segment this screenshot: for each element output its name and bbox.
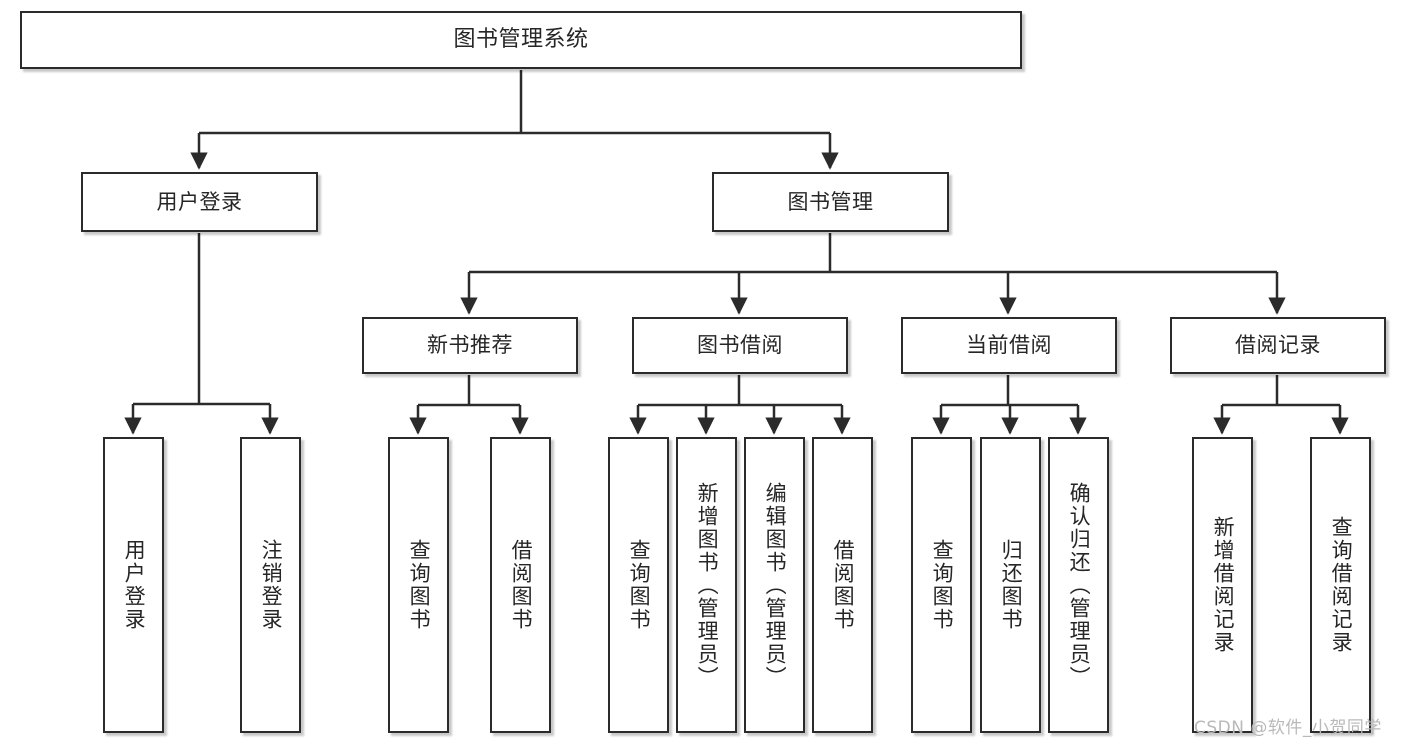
leaf-book-borrow-add-book-admin[interactable]: 新增图书（管理员） [676,437,737,733]
node-label: 新增借阅记录 [1211,516,1236,654]
leaf-book-borrow-borrow-books[interactable]: 借阅图书 [812,437,873,733]
node-borrowing-record[interactable]: 借阅记录 [1170,317,1386,374]
node-label: 借阅图书 [509,539,534,631]
node-label: 注销登录 [259,539,284,631]
node-label: 新增图书（管理员） [695,481,720,689]
leaf-current-borrow-query-books[interactable]: 查询图书 [911,437,972,733]
leaf-new-book-query-books[interactable]: 查询图书 [388,437,449,733]
node-label: 用户登录 [156,189,243,214]
node-new-book-recommendation[interactable]: 新书推荐 [362,317,578,374]
node-current-borrowing[interactable]: 当前借阅 [901,317,1117,374]
node-label: 归还图书 [999,539,1024,631]
node-label: 图书管理 [787,189,874,214]
node-label: 查询图书 [627,539,652,631]
node-label: 用户登录 [122,539,147,631]
node-label: 图书管理系统 [453,27,589,53]
node-user-login[interactable]: 用户登录 [81,172,318,232]
node-label: 当前借阅 [966,333,1052,358]
leaf-user-login-logout[interactable]: 注销登录 [240,437,301,733]
node-label: 确认归还（管理员） [1067,481,1092,689]
node-book-management[interactable]: 图书管理 [712,172,949,232]
leaf-current-borrow-return-books[interactable]: 归还图书 [980,437,1041,733]
leaf-current-borrow-confirm-return-admin[interactable]: 确认归还（管理员） [1048,437,1109,733]
node-root-book-management-system[interactable]: 图书管理系统 [20,11,1022,69]
leaf-book-borrow-query-books[interactable]: 查询图书 [608,437,669,733]
csdn-watermark: CSDN @软件_小贺同学 [1194,718,1382,738]
node-label: 查询借阅记录 [1329,516,1354,654]
node-label: 查询图书 [407,539,432,631]
node-label: 图书借阅 [697,333,783,358]
leaf-book-borrow-edit-book-admin[interactable]: 编辑图书（管理员） [744,437,805,733]
node-label: 新书推荐 [427,333,513,358]
leaf-new-book-borrow-books[interactable]: 借阅图书 [490,437,551,733]
leaf-user-login-login[interactable]: 用户登录 [103,437,164,733]
leaf-borrow-record-query-record[interactable]: 查询借阅记录 [1310,437,1371,733]
node-label: 借阅图书 [831,539,856,631]
node-book-borrowing[interactable]: 图书借阅 [632,317,848,374]
node-label: 借阅记录 [1235,333,1321,358]
leaf-borrow-record-add-record[interactable]: 新增借阅记录 [1192,437,1253,733]
node-label: 编辑图书（管理员） [763,481,788,689]
node-label: 查询图书 [930,539,955,631]
